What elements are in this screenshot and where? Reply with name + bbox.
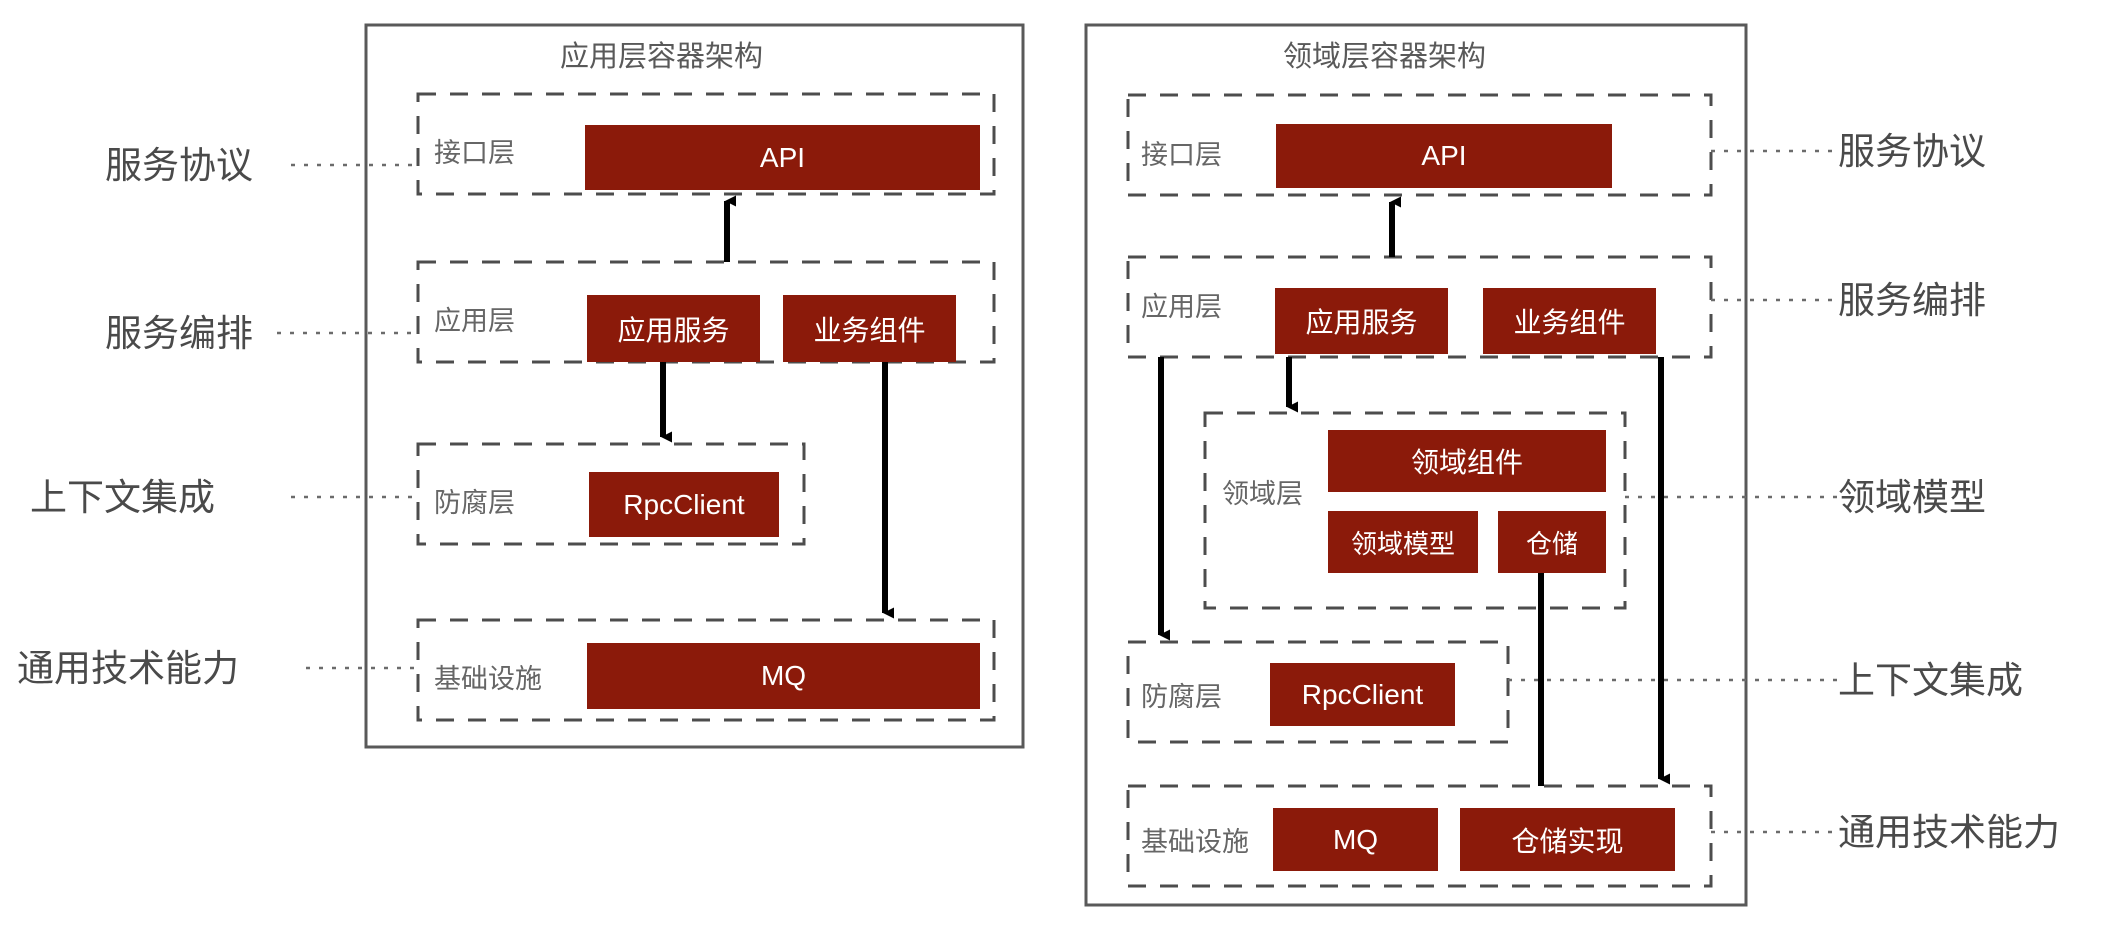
right-component-mq[interactable]: MQ bbox=[1273, 808, 1438, 871]
right-side-label-general-tech-capability: 通用技术能力 bbox=[1838, 812, 2060, 853]
right-component-business-component[interactable]: 业务组件 bbox=[1483, 288, 1656, 354]
left-layer-label-infrastructure: 基础设施 bbox=[434, 664, 542, 694]
left-side-label-general-tech-capability: 通用技术能力 bbox=[17, 648, 239, 689]
left-component-mq[interactable]: MQ bbox=[587, 643, 980, 709]
right-side-label-domain-model: 领域模型 bbox=[1838, 477, 1986, 518]
right-layer-label-application: 应用层 bbox=[1141, 292, 1222, 322]
left-layer-label-interface: 接口层 bbox=[434, 138, 515, 168]
right-side-label-service-orchestration: 服务编排 bbox=[1838, 280, 1986, 321]
right-component-repository-impl[interactable]: 仓储实现 bbox=[1460, 808, 1675, 871]
right-layer-box-interface bbox=[1126, 93, 1713, 197]
left-layer-box-application bbox=[416, 260, 996, 364]
right-panel-title: 领域层容器架构 bbox=[1283, 41, 1487, 73]
right-component-api[interactable]: API bbox=[1276, 124, 1612, 188]
right-component-domain-model[interactable]: 领域模型 bbox=[1328, 511, 1478, 573]
right-layer-box-domain bbox=[1203, 411, 1627, 610]
left-layer-label-application: 应用层 bbox=[434, 306, 515, 336]
left-side-label-service-orchestration: 服务编排 bbox=[105, 313, 253, 354]
right-side-label-context-integration: 上下文集成 bbox=[1838, 660, 2023, 701]
right-side-label-service-protocol: 服务协议 bbox=[1838, 131, 1986, 172]
left-side-label-context-integration: 上下文集成 bbox=[30, 477, 215, 518]
right-layer-label-interface: 接口层 bbox=[1141, 140, 1222, 170]
left-panel-border bbox=[364, 23, 1025, 749]
left-layer-box-infrastructure bbox=[416, 618, 996, 722]
right-layer-label-anticorruption: 防腐层 bbox=[1141, 682, 1222, 712]
right-panel-border bbox=[1084, 23, 1748, 907]
right-component-domain-component[interactable]: 领域组件 bbox=[1328, 430, 1606, 492]
left-side-label-service-protocol: 服务协议 bbox=[105, 145, 253, 186]
right-layer-box-anticorruption bbox=[1126, 640, 1510, 744]
right-component-rpcclient[interactable]: RpcClient bbox=[1270, 663, 1455, 726]
right-component-app-service[interactable]: 应用服务 bbox=[1275, 288, 1448, 354]
left-component-rpcclient[interactable]: RpcClient bbox=[589, 472, 779, 537]
right-layer-label-domain: 领域层 bbox=[1222, 479, 1303, 509]
left-component-app-service[interactable]: 应用服务 bbox=[587, 295, 760, 362]
left-layer-box-interface bbox=[416, 92, 996, 196]
left-component-business-component[interactable]: 业务组件 bbox=[783, 295, 956, 362]
right-component-repository[interactable]: 仓储 bbox=[1498, 511, 1606, 573]
left-layer-box-anticorruption bbox=[416, 442, 806, 546]
right-layer-box-application bbox=[1126, 255, 1713, 359]
left-panel-title: 应用层容器架构 bbox=[560, 41, 764, 73]
right-layer-label-infrastructure: 基础设施 bbox=[1141, 827, 1249, 857]
left-layer-label-anticorruption: 防腐层 bbox=[434, 488, 515, 518]
right-layer-box-infrastructure bbox=[1126, 784, 1713, 888]
left-component-api[interactable]: API bbox=[585, 125, 980, 190]
